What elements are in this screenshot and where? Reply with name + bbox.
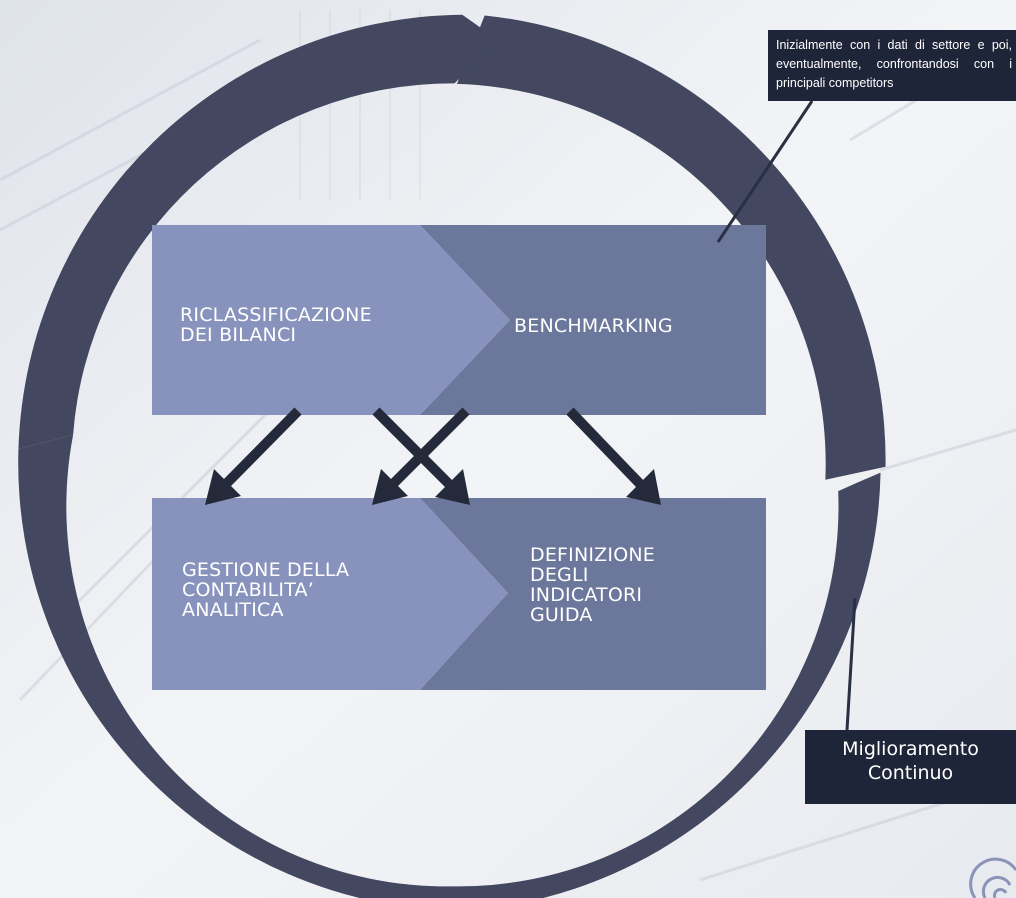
box-definizione-bg <box>420 498 766 690</box>
arrow-down-right-icon <box>566 407 661 505</box>
box-riclassificazione-label: RICLASSIFICAZIONE DEI BILANCI <box>180 304 372 346</box>
box-benchmarking-bg <box>420 225 766 415</box>
arrow-down-left-icon <box>372 407 470 505</box>
ring-segment-bottom-left <box>18 435 462 898</box>
ring-segment-top-left <box>18 14 498 449</box>
flow-arrows <box>205 407 661 505</box>
ring-segment-bottom-right <box>453 472 881 898</box>
miglioramento-continuo-callout: Miglioramento Continuo <box>805 730 1016 804</box>
box-riclassificazione-bg <box>152 225 510 415</box>
cycle-ring-icon <box>18 14 886 898</box>
box-benchmarking-label: BENCHMARKING <box>514 315 673 337</box>
box-definizione-label: DEFINIZIONE DEGLI INDICATORI GUIDA <box>530 544 655 626</box>
arrow-down-left-icon <box>205 407 302 505</box>
benchmark-note-callout: Inizialmente con i dati di settore e poi… <box>768 30 1016 101</box>
callout-line-bottom <box>845 597 857 731</box>
spiral-logo-icon <box>969 857 1016 898</box>
callout-line-top <box>716 100 814 243</box>
arrow-down-right-icon <box>372 407 470 505</box>
box-gestione-bg <box>152 498 508 690</box>
ring-segment-top-right <box>456 15 886 480</box>
box-gestione-label: GESTIONE DELLA CONTABILITA’ ANALITICA <box>182 559 350 621</box>
